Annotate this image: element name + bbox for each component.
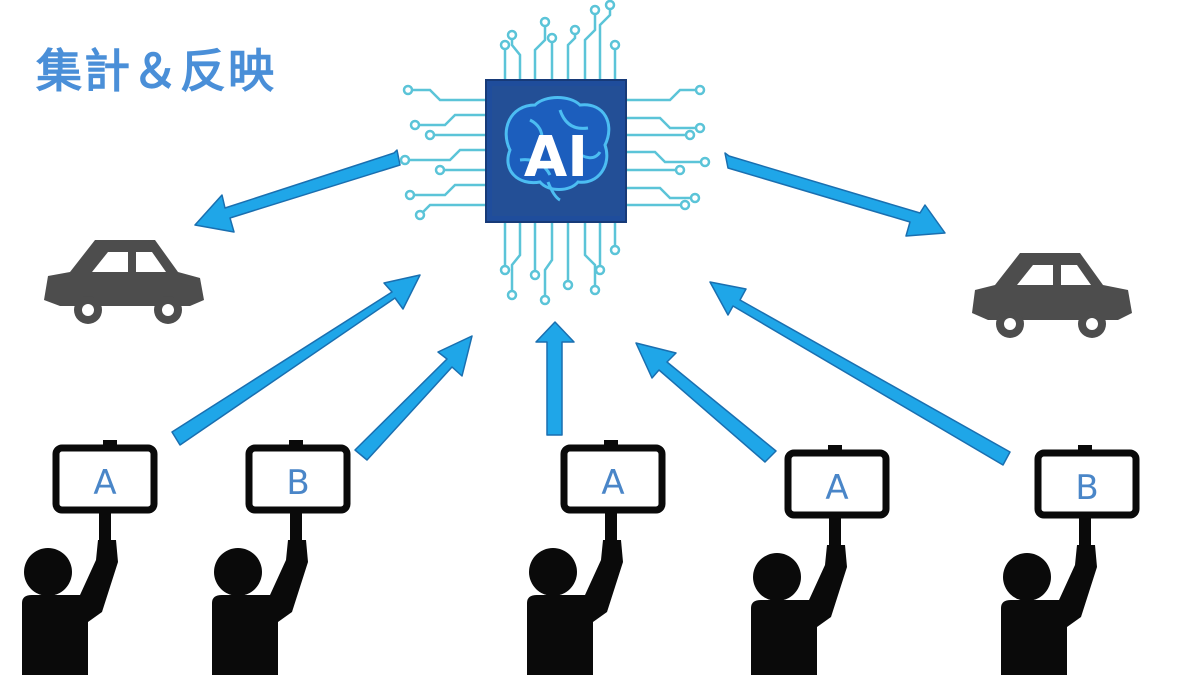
car-right bbox=[972, 253, 1132, 338]
voter-3: A bbox=[527, 440, 666, 675]
arrow-voter-4 bbox=[635, 342, 777, 463]
arrow-voter-2 bbox=[354, 335, 473, 461]
voter-5: B bbox=[1001, 445, 1140, 675]
chip-label: AI bbox=[524, 125, 588, 190]
sign-letter: A bbox=[825, 468, 848, 508]
brain-icon bbox=[504, 96, 611, 202]
sign-letter: B bbox=[1075, 468, 1098, 508]
diagram-title: 集計＆反映 bbox=[36, 44, 276, 98]
car-left bbox=[44, 240, 204, 324]
arrow-to-left-car bbox=[194, 149, 401, 233]
arrow-to-right-car bbox=[724, 152, 946, 237]
voter-4: A bbox=[751, 445, 890, 675]
arrow-voter-3 bbox=[535, 321, 575, 436]
circuit-traces bbox=[405, 5, 705, 300]
arrows bbox=[171, 149, 1011, 466]
ai-chip: AI bbox=[485, 79, 627, 223]
sign-letter: A bbox=[601, 463, 624, 503]
arrow-voter-5 bbox=[709, 281, 1011, 466]
voter-2: B bbox=[212, 440, 351, 675]
circuit-nodes bbox=[399, 0, 711, 306]
voter-1: A bbox=[22, 440, 158, 675]
arrow-voter-1 bbox=[171, 274, 421, 446]
sign-letter: B bbox=[286, 463, 309, 503]
sign-letter: A bbox=[93, 463, 116, 503]
